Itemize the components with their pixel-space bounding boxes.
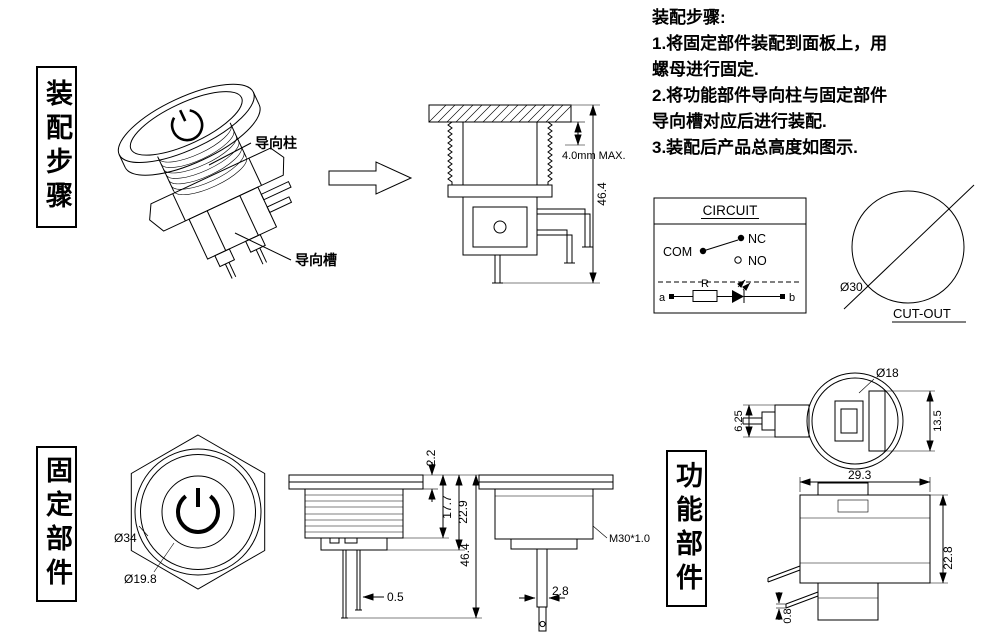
assembly-direction-arrow — [328, 161, 413, 195]
cutout-circle — [851, 190, 965, 304]
side3-pins — [767, 565, 819, 609]
topfunc-dimensions: Ø18 6.25 13.5 — [733, 366, 944, 452]
thread-lines — [158, 124, 247, 196]
terminal-tab — [260, 180, 292, 201]
functional-diameter-dim: Ø18 — [876, 366, 899, 380]
led-ring-diameter-dim: Ø19.8 — [124, 572, 157, 586]
terminal-a-label: a — [659, 292, 666, 304]
instruction-line-5: 3.装配后产品总高度如图示. — [652, 138, 858, 157]
thread-length-dim: 17.7 — [440, 495, 454, 519]
body-height-dim: 22.8 — [941, 546, 955, 570]
switch-housing — [188, 186, 278, 260]
fixed-part-side-view: 2.2 17.7 22.9 46.4 0.5 — [288, 449, 482, 619]
assembly-steps-section-label: 装配步骤 — [42, 79, 72, 215]
functional-part-top-view: Ø18 6.25 13.5 — [733, 366, 944, 470]
circuit-border — [653, 197, 807, 314]
outer-diameter-dim: Ø34 — [114, 531, 137, 545]
boss-height-dim: 6.25 — [733, 410, 745, 431]
functional-part-side-view: 29.3 22.8 0.8 — [767, 468, 955, 624]
fixed-part-front-view: Ø34 Ø19.8 — [114, 434, 266, 590]
guide-slot-feature — [868, 390, 886, 452]
side1-body — [288, 474, 424, 619]
assembly-steps-section-box: 装配步骤 — [36, 66, 77, 228]
topfunc-body — [742, 372, 904, 470]
circuit-title: CIRCUIT — [703, 203, 758, 218]
assembled-total-height-dim: 46.4 — [595, 182, 609, 206]
side3-body — [799, 482, 931, 621]
section-dimensions: 46.4 4.0mm MAX. — [503, 104, 626, 284]
body-depth-dim: 22.9 — [456, 500, 470, 524]
pin-thickness-dim: 0.8 — [782, 608, 794, 623]
hex-nut-outline — [130, 434, 266, 590]
functional-parts-section-box: 功能部件 — [666, 450, 707, 607]
power-symbol-arc — [170, 109, 204, 142]
button-3d-assembly-view: 导向柱 导向槽 — [117, 83, 337, 279]
nc-contact-dot — [737, 234, 745, 242]
section-body — [447, 184, 553, 256]
terminal-b-label: b — [789, 292, 795, 304]
instruction-line-2: 螺母进行固定. — [652, 60, 759, 79]
instructions-title: 装配步骤: — [652, 8, 726, 27]
side1-dimensions: 2.2 17.7 22.9 46.4 0.5 — [348, 449, 482, 619]
com-lever — [702, 239, 739, 252]
stem-width-dim: 2.8 — [552, 584, 569, 598]
panel-cutout-view: Ø30 CUT-OUT — [840, 184, 975, 323]
guide-slot-leader — [234, 232, 292, 261]
side2-body — [478, 474, 614, 632]
no-contact-dot — [734, 256, 742, 264]
cap-height-dim: 2.2 — [424, 449, 438, 466]
led-branch — [669, 279, 785, 303]
functional-parts-section-label: 功能部件 — [672, 460, 702, 597]
com-label: COM — [663, 245, 692, 259]
terminal-pins — [341, 550, 362, 619]
thread-spec-dim: M30*1.0 — [609, 533, 650, 545]
assembled-cross-section-view: 46.4 4.0mm MAX. — [428, 104, 626, 284]
switch-contacts — [699, 234, 745, 264]
instruction-line-4: 导向槽对应后进行装配. — [652, 112, 827, 131]
section-terminal-pins — [492, 208, 593, 284]
button-3d-body — [117, 83, 293, 279]
circuit-diagram: CIRCUIT NC COM NO a R b — [653, 197, 807, 314]
thread-lines — [305, 494, 403, 533]
cutout-diagonal — [843, 184, 975, 310]
com-contact-dot — [699, 247, 707, 255]
resistor-box — [692, 290, 718, 302]
assembly-instructions: 装配步骤: 1.将固定部件装配到面板上，用 螺母进行固定. 2.将功能部件导向柱… — [652, 5, 997, 161]
guide-post-label: 导向柱 — [255, 135, 297, 151]
no-label: NO — [748, 254, 767, 268]
resistor-label: R — [701, 278, 709, 290]
slot-height-dim: 13.5 — [932, 410, 944, 431]
cutout-label: CUT-OUT — [893, 306, 951, 321]
hatch-lines — [428, 104, 572, 123]
guide-slot-label: 导向槽 — [295, 252, 337, 268]
section-cap — [428, 104, 572, 123]
power-symbol-bar — [178, 109, 187, 122]
switch-boss — [774, 404, 810, 438]
pin-width-dim: 0.5 — [387, 590, 404, 604]
fixed-part-rear-side-view: M30*1.0 2.8 — [478, 474, 650, 632]
instruction-line-1: 1.将固定部件装配到面板上，用 — [652, 34, 888, 53]
fixed-total-height-dim: 46.4 — [458, 543, 472, 567]
nc-label: NC — [748, 232, 766, 246]
terminal-tab — [266, 196, 293, 214]
hex-nut — [149, 147, 285, 232]
section-threaded-barrel — [447, 121, 553, 186]
instruction-line-3: 2.将功能部件导向柱与固定部件 — [652, 86, 888, 105]
power-symbol — [176, 488, 220, 534]
guide-post-leader — [208, 142, 252, 166]
terminal-pin — [742, 417, 762, 425]
led-triangle — [732, 290, 744, 303]
arrow-shape — [328, 161, 413, 195]
cutout-diameter-dim: Ø30 — [840, 280, 863, 294]
body-width-dim: 29.3 — [848, 468, 872, 482]
side2-dimensions: M30*1.0 2.8 — [519, 525, 650, 602]
fixed-parts-section-label: 固定部件 — [42, 456, 72, 592]
fixed-parts-section-box: 固定部件 — [36, 446, 77, 602]
panel-thickness-dim: 4.0mm MAX. — [562, 150, 626, 162]
side3-dimensions: 29.3 22.8 0.8 — [775, 468, 955, 624]
